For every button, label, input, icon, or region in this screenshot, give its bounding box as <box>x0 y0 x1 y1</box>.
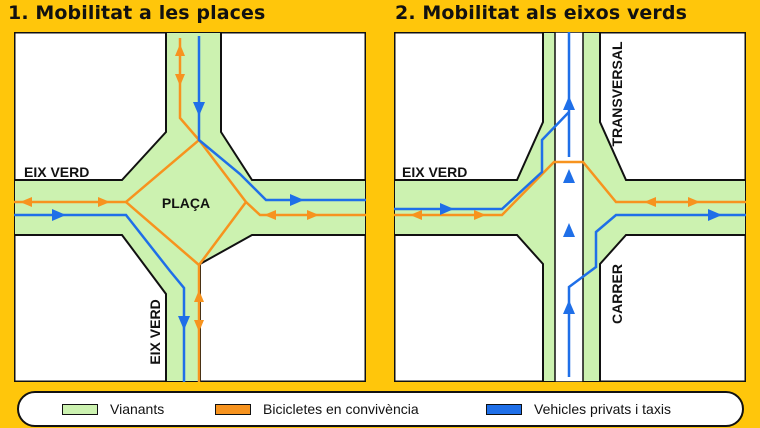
legend-label: Bicicletes en convivència <box>263 401 419 417</box>
green-axis-mobility-diagram: EIX VERD TRANSVERSAL CARRER <box>394 32 746 382</box>
bike-arrow <box>307 210 319 220</box>
square-mobility-diagram: EIX VERD PLAÇA EIX VERD <box>14 32 366 382</box>
legend-item-bicycles: Bicicletes en convivència <box>215 393 419 425</box>
bike-arrow <box>175 74 185 86</box>
bike-arrow <box>20 197 32 207</box>
square-label: PLAÇA <box>162 195 210 211</box>
car-arrow <box>563 223 575 237</box>
bike-swatch <box>215 403 251 415</box>
bike-arrow <box>98 197 110 207</box>
bike-route-east <box>245 201 366 217</box>
panel-2-title: 2. Mobilitat als eixos verds <box>395 2 687 24</box>
legend-item-pedestrians: Vianants <box>62 393 164 425</box>
bike-arrow <box>644 197 656 207</box>
car-swatch <box>486 403 522 415</box>
car-route-west <box>394 111 570 211</box>
bike-arrow <box>264 210 276 220</box>
bike-arrow <box>474 210 486 220</box>
bike-arrow <box>175 44 185 56</box>
legend: Vianants Bicicletes en convivència Vehic… <box>17 391 744 427</box>
car-arrow <box>563 169 575 183</box>
bike-arrow <box>194 290 204 302</box>
street-label-eix-verd: EIX VERD <box>24 164 89 180</box>
street-label-carrer: CARRER <box>609 264 625 324</box>
car-arrow <box>440 203 454 215</box>
car-arrow <box>563 300 575 314</box>
pedestrian-swatch <box>62 403 98 415</box>
bike-route-north <box>178 38 200 141</box>
panel-1-title: 1. Mobilitat a les places <box>8 2 266 24</box>
bike-arrow <box>688 197 700 207</box>
bike-arrow <box>410 210 422 220</box>
street-label-eix-verd: EIX VERD <box>402 164 467 180</box>
street-label-transversal: TRANSVERSAL <box>609 41 625 146</box>
car-arrow <box>708 209 722 221</box>
car-arrow <box>290 194 304 206</box>
car-arrow <box>178 316 190 330</box>
bike-arrow <box>194 320 204 332</box>
legend-label: Vianants <box>110 401 165 417</box>
car-arrow <box>563 96 575 110</box>
car-arrow <box>193 102 205 116</box>
car-arrow <box>52 209 66 221</box>
legend-item-vehicles: Vehicles privats i taxis <box>486 393 671 425</box>
street-label-eix-verd-vertical: EIX VERD <box>147 299 163 364</box>
legend-label: Vehicles privats i taxis <box>534 401 671 417</box>
